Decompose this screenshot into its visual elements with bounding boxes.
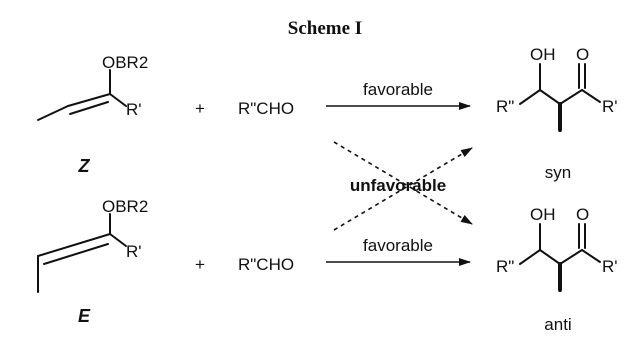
z-enolate-label: Z xyxy=(78,156,91,176)
anti-oh: OH xyxy=(530,205,556,224)
cross-arrow-z-to-anti xyxy=(333,141,473,225)
favorable-label-top: favorable xyxy=(363,80,433,99)
syn-product: OH O R" R' syn xyxy=(496,45,618,182)
anti-left-r: R" xyxy=(496,257,514,276)
aldehyde-top: R"CHO xyxy=(238,99,294,118)
anti-product: OH O R" R' anti xyxy=(496,205,618,334)
e-enolate-obr2: OBR2 xyxy=(102,197,148,216)
syn-o: O xyxy=(576,45,589,64)
unfavorable-label: unfavorable xyxy=(350,176,446,195)
anti-label: anti xyxy=(544,315,571,334)
z-enolate-obr2: OBR2 xyxy=(102,53,148,72)
e-enolate-r-group: R' xyxy=(126,242,142,261)
cross-arrow-e-to-syn xyxy=(333,147,473,231)
syn-label: syn xyxy=(545,163,571,182)
e-enolate: OBR2 R' E xyxy=(37,197,148,326)
e-enolate-label: E xyxy=(78,306,91,326)
plus-sign-top: + xyxy=(195,99,205,118)
plus-sign-bottom: + xyxy=(195,255,205,274)
aldehyde-bottom: R"CHO xyxy=(238,255,294,274)
anti-right-r: R' xyxy=(602,257,618,276)
z-enolate-r-group: R' xyxy=(126,100,142,119)
scheme-title: Scheme I xyxy=(288,18,362,39)
anti-o: O xyxy=(576,205,589,224)
z-enolate: OBR2 R' Z xyxy=(37,53,148,176)
syn-left-r: R" xyxy=(496,97,514,116)
syn-oh: OH xyxy=(530,45,556,64)
favorable-label-bottom: favorable xyxy=(363,236,433,255)
syn-right-r: R' xyxy=(602,97,618,116)
